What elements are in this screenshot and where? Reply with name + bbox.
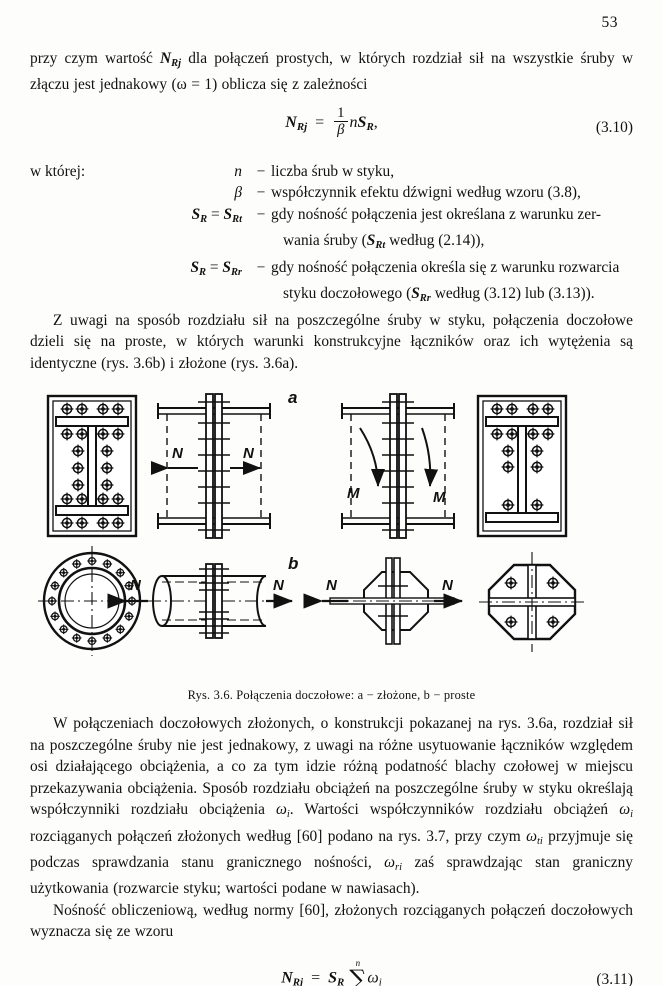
- paragraph-w-part1: W połączeniach doczołowych złożonych, o …: [30, 715, 633, 819]
- inline-symbol-omega-ri: ωri: [384, 853, 403, 873]
- svg-text:N: N: [273, 577, 285, 594]
- page-content: przy czym wartość NRj dla połączeń prost…: [30, 48, 633, 986]
- paragraph-w-polaczeniach: W połączeniach doczołowych złożonych, o …: [30, 713, 633, 900]
- fraction-denominator: β: [334, 121, 348, 138]
- definition-row-beta: β − współczynnik efektu dźwigni według w…: [30, 182, 633, 204]
- inline-symbol-omega-i-2: ωi: [619, 801, 633, 821]
- definition-row-n: w której: n − liczba śrub w styku,: [30, 161, 633, 183]
- equation-3-10-number: (3.10): [595, 118, 633, 136]
- summation-operator: n ∑ i: [349, 957, 367, 986]
- panel-octagonal-plate-front-view: [479, 552, 588, 653]
- figure-label-a: a: [288, 388, 298, 408]
- definition-symbol-srt: SR = SRt: [191, 205, 242, 225]
- where-label: w której:: [30, 162, 86, 180]
- equation-3-10: NRj = 1 β nSR,: [285, 104, 378, 139]
- page-number: 53: [601, 14, 618, 31]
- definition-symbol-n: n: [234, 162, 242, 180]
- panel-end-plate-elevation-moment: M M: [341, 393, 455, 540]
- summation-sigma: ∑: [349, 964, 367, 986]
- svg-text:N: N: [326, 577, 338, 594]
- definition-continuation-spacer: [30, 230, 283, 256]
- equation-3-11-number: (3.11): [596, 970, 633, 986]
- paragraph-w-part4: przyjmuje się podczas sprawdzania stanu …: [30, 827, 634, 871]
- equation-3-11: NRj = SR n ∑ i ωi: [30, 957, 633, 986]
- summation-upper-limit: n: [355, 957, 361, 968]
- definition-dash: −: [256, 258, 266, 276]
- svg-text:N: N: [442, 577, 454, 594]
- svg-text:N: N: [130, 577, 142, 594]
- inline-symbol-omega-i: ωi: [275, 801, 290, 821]
- definition-dash: −: [256, 205, 266, 223]
- definition-list: w której: n − liczba śrub w styku, β − w…: [30, 161, 633, 310]
- paragraph-w-part2: . Wartości współczynników rozdziału obci…: [289, 801, 620, 819]
- panel-end-plate-front-view-right: [476, 394, 568, 538]
- fraction-numerator: 1: [337, 104, 345, 121]
- figure-label-b: b: [288, 554, 299, 574]
- definition-continuation-srr: styku doczołowego (SRr według (3.12) lub…: [30, 283, 633, 309]
- definition-text-beta: współczynnik efektu dźwigni według wzoru…: [271, 184, 581, 202]
- definition-symbol-srr: SR = SRr: [190, 258, 242, 278]
- panel-circular-flange-front-view: [38, 546, 146, 657]
- definition-symbol-beta: β: [234, 184, 242, 202]
- inline-symbol-omega-ti: ωti: [526, 827, 543, 847]
- panel-end-plate-front-view-left: [46, 394, 138, 538]
- equation-3-10-block: NRj = 1 β nSR, (3.10): [30, 104, 633, 153]
- figure-caption: Rys. 3.6. Połączenia doczołowe: a − złoż…: [187, 688, 476, 703]
- figure-3-6-drawing: N N: [38, 393, 588, 657]
- definition-continuation-spacer: [30, 283, 283, 309]
- figure-3-6: N N: [30, 386, 633, 686]
- svg-text:M: M: [433, 489, 446, 506]
- definition-text-srr: gdy nośność połączenia określa się z war…: [271, 258, 620, 276]
- definition-row-srr: SR = SRr − gdy nośność połączenia określ…: [30, 257, 633, 283]
- svg-text:M: M: [347, 485, 360, 502]
- definition-text-srt: gdy nośność połączenia jest określana z …: [271, 205, 602, 223]
- panel-pipe-flange-elevation: N N: [107, 563, 294, 640]
- panel-cruciform-elevation: N N: [303, 557, 464, 645]
- definition-continuation-text-srt: wania śruby (SRt według (2.14)),: [283, 232, 485, 252]
- definition-continuation-text-srr: styku doczołowego (SRr według (3.12) lub…: [283, 285, 595, 305]
- svg-text:N: N: [172, 445, 184, 462]
- definition-text-n: liczba śrub w styku,: [271, 162, 395, 180]
- paragraph-intro-part2: dla połączeń prostych, w których rozdzia…: [30, 50, 633, 94]
- paragraph-w-part5: zaś sprawdzając stan graniczny użytkowan…: [30, 853, 633, 898]
- definition-continuation-srt: wania śruby (SRt według (2.14)),: [30, 230, 633, 256]
- inline-symbol-nrj: NRj: [160, 50, 182, 69]
- definition-dash: −: [256, 162, 266, 180]
- paragraph-w-part3: rozciąganych połączeń złożonych według […: [30, 827, 527, 845]
- svg-text:N: N: [243, 445, 255, 462]
- equation-3-11-block: NRj = SR n ∑ i ωi (3.11): [30, 957, 633, 986]
- panel-end-plate-elevation-tension: N N: [151, 393, 271, 540]
- definition-row-srt: SR = SRt − gdy nośność połączenia jest o…: [30, 204, 633, 230]
- paragraph-z-uwagi: Z uwagi na sposób rozdziału sił na poszc…: [30, 311, 633, 372]
- definition-dash: −: [256, 184, 266, 202]
- paragraph-intro-part1: przy czym wartość: [30, 50, 161, 67]
- paragraph-nosnosc: Nośność obliczeniową, według normy [60],…: [30, 901, 633, 941]
- paragraph-intro: przy czym wartość NRj dla połączeń prost…: [30, 48, 633, 96]
- fraction-one-over-beta: 1 β: [334, 104, 348, 139]
